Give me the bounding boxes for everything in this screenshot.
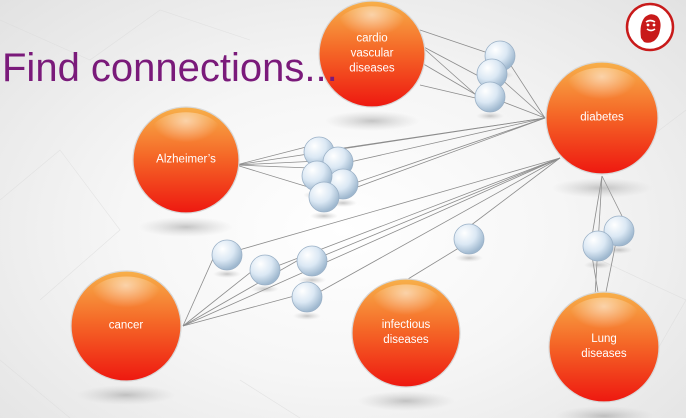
node-label-diabetes: diabetes bbox=[557, 111, 647, 126]
connector-sphere bbox=[583, 231, 613, 269]
node-reflection bbox=[555, 406, 654, 418]
connector-sphere bbox=[297, 246, 327, 284]
slide-title: Find connections... bbox=[2, 46, 338, 91]
node-reflection bbox=[324, 111, 419, 131]
node-label-infectious: infectious diseases bbox=[361, 318, 451, 348]
connector-sphere bbox=[475, 82, 505, 120]
node-reflection bbox=[357, 391, 454, 411]
node-label-alzheimers: Alzheimer’s bbox=[141, 153, 231, 168]
connector-sphere bbox=[250, 255, 280, 293]
node-label-cvd: cardio vascular diseases bbox=[327, 32, 417, 77]
connector-sphere bbox=[212, 240, 242, 278]
node-alzheimers bbox=[133, 107, 239, 237]
presenter-logo-icon bbox=[625, 2, 675, 52]
connector-sphere bbox=[292, 282, 322, 320]
node-reflection bbox=[77, 385, 176, 405]
node-label-cancer: cancer bbox=[81, 319, 171, 334]
connector-sphere bbox=[309, 182, 339, 220]
node-diabetes bbox=[546, 62, 658, 198]
node-label-lung: Lung diseases bbox=[559, 332, 649, 362]
node-reflection bbox=[138, 217, 233, 237]
node-reflection bbox=[552, 178, 653, 198]
node-cancer bbox=[71, 271, 181, 405]
connector-sphere bbox=[454, 224, 484, 262]
